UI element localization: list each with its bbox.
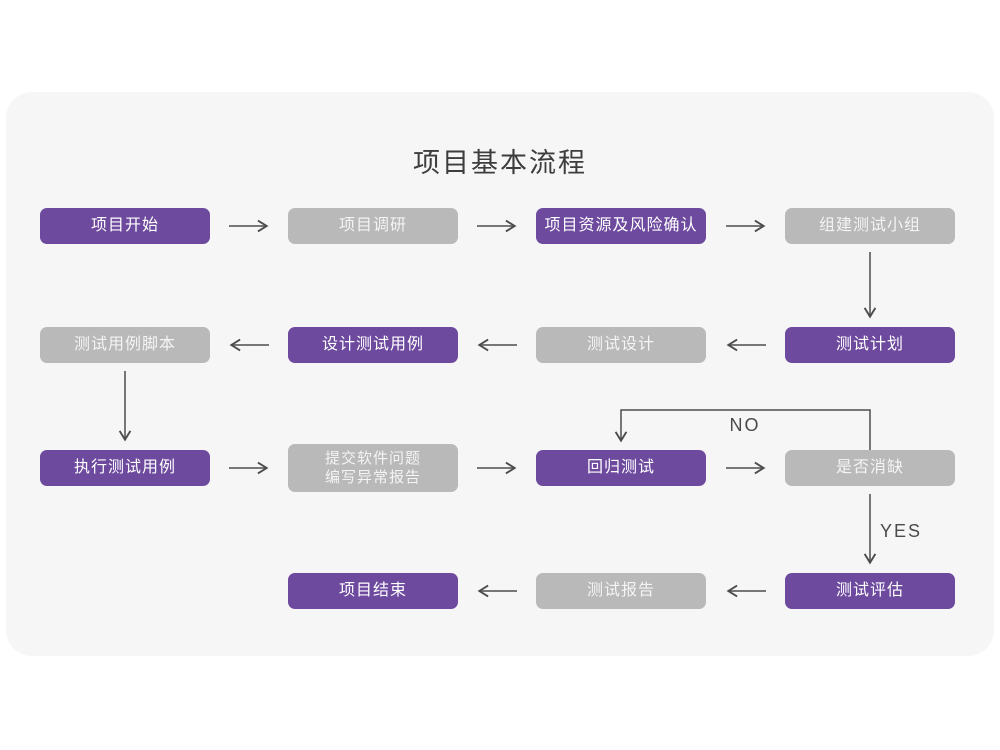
node-regression-test: 回归测试 [536, 450, 706, 486]
node-submit-issue-line2: 编写异常报告 [324, 469, 421, 486]
node-defect-cleared-decision: 是否消缺 [785, 450, 955, 486]
node-test-plan: 测试计划 [785, 327, 955, 363]
node-test-case-script: 测试用例脚本 [40, 327, 210, 363]
node-test-evaluation: 测试评估 [785, 573, 955, 609]
yes-branch-label: YES [880, 521, 923, 541]
flowchart-card-background [6, 92, 994, 656]
node-submit-issue-report: 提交软件问题 编写异常报告 [288, 444, 458, 492]
node-submit-issue-line1: 提交软件问题 [324, 449, 421, 467]
node-build-test-team: 组建测试小组 [785, 208, 955, 244]
node-test-design: 测试设计 [536, 327, 706, 363]
node-project-end: 项目结束 [288, 573, 458, 609]
node-project-research: 项目调研 [288, 208, 458, 244]
node-test-report: 测试报告 [536, 573, 706, 609]
node-resource-risk-confirm: 项目资源及风险确认 [536, 208, 706, 244]
node-design-test-cases: 设计测试用例 [288, 327, 458, 363]
no-branch-label: NO [729, 415, 761, 435]
diagram-title: 项目基本流程 [413, 148, 587, 178]
node-execute-test-cases: 执行测试用例 [40, 450, 210, 486]
node-project-start: 项目开始 [40, 208, 210, 244]
